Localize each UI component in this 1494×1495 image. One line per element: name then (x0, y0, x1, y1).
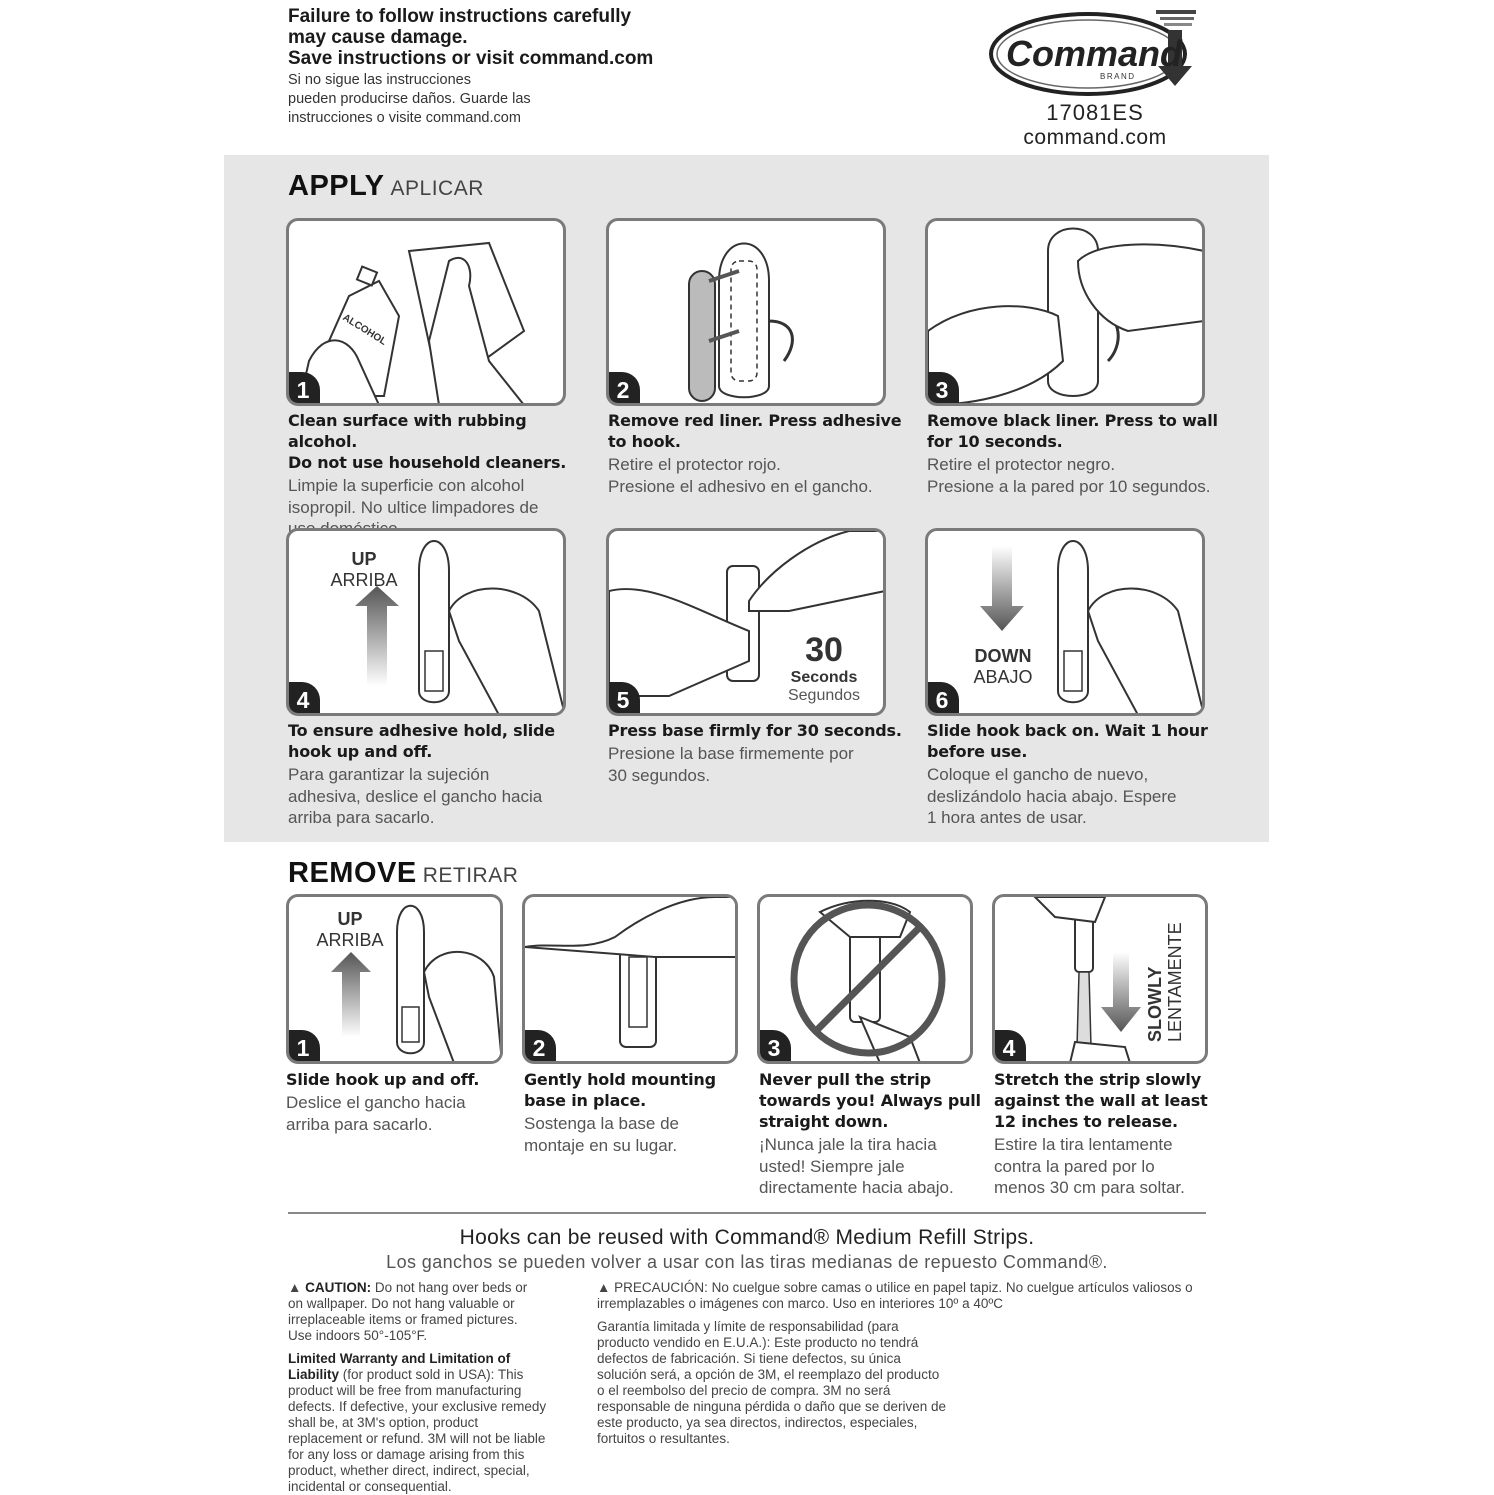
remove-step-2-illustration: 2 (522, 894, 738, 1064)
slide-hook-up-icon (355, 540, 563, 713)
warning-line: Save instructions or visit command.com (288, 48, 654, 69)
hook-adhesive-icon (688, 242, 794, 402)
reuse-note-english: Hooks can be reused with Command® Medium… (459, 1226, 1035, 1249)
timer-seconds-es: Segundos (787, 687, 861, 704)
product-code: 17081ES (1046, 100, 1144, 125)
warning-line: Failure to follow instructions carefully (288, 6, 632, 27)
step-number-badge: 6 (928, 682, 959, 713)
warning-english: Failure to follow instructions carefully… (288, 6, 653, 69)
warning-spanish: Si no sigue las instrucciones pueden pro… (288, 71, 531, 128)
section-divider (288, 1212, 1206, 1214)
website-url: command.com (1023, 126, 1167, 149)
slide-hook-down-icon (980, 540, 1202, 713)
step-number-badge: 2 (609, 372, 640, 403)
slide-hook-up-icon (331, 904, 500, 1061)
step-number-badge: 4 (995, 1030, 1026, 1061)
garantia-spanish: Garantía limitada y límite de responsabi… (597, 1319, 947, 1446)
step-number-badge: 3 (760, 1030, 791, 1061)
remove-subtitle: RETIRAR (422, 864, 519, 887)
hold-base-icon (525, 897, 735, 1048)
step-number-badge: 1 (289, 1030, 320, 1061)
reuse-note-spanish: Los ganchos se pueden volver a usar con … (386, 1252, 1108, 1272)
warning-triangle-icon: ▲ (597, 1280, 611, 1295)
timer-number: 30 (805, 631, 843, 669)
logo-wordmark: Command (1006, 33, 1183, 74)
precaucion-spanish: ▲ PRECAUCIÓN: No cuelgue sobre camas o u… (597, 1280, 1193, 1311)
remove-step-1-caption: Slide hook up and off. Deslice el gancho… (286, 1070, 480, 1134)
alcohol-wipe-icon: ALCOHOL (298, 241, 526, 403)
apply-step-5-illustration: 30 Seconds Segundos 5 (606, 528, 886, 716)
logo-brand: BRAND (1100, 72, 1136, 81)
command-logo: Command BRAND (988, 6, 1204, 98)
no-pull-icon (790, 899, 946, 1061)
step-number-badge: 5 (609, 682, 640, 713)
step-number-badge: 2 (525, 1030, 556, 1061)
apply-step-1-illustration: ALCOHOL 1 (286, 218, 566, 406)
warning-line: pueden producirse daños. Guarde las (288, 91, 531, 107)
apply-subtitle: APLICAR (390, 177, 484, 200)
warning-line: may cause damage. (288, 27, 468, 48)
apply-step-5-caption: Press base firmly for 30 seconds. Presio… (608, 721, 902, 785)
press-base-icon (609, 531, 883, 697)
caution-english: ▲ CAUTION: Do not hang over beds or on w… (288, 1280, 528, 1343)
apply-step-3-illustration: 3 (925, 218, 1205, 406)
warning-triangle-icon: ▲ (288, 1280, 302, 1295)
apply-title: APPLY (288, 170, 385, 202)
apply-step-2-illustration: 2 (606, 218, 886, 406)
step-number-badge: 3 (928, 372, 959, 403)
stretch-strip-icon (1033, 897, 1141, 1061)
apply-step-1-caption: Clean surface with rubbing alcohol.Do no… (288, 411, 567, 538)
warning-line: instrucciones o visite command.com (288, 110, 521, 126)
remove-step-3-illustration: 3 (757, 894, 973, 1064)
warning-line: Si no sigue las instrucciones (288, 72, 471, 88)
step-number-badge: 1 (289, 372, 320, 403)
step-number-badge: 4 (289, 682, 320, 713)
press-to-wall-icon (928, 227, 1202, 403)
remove-title: REMOVE (288, 857, 417, 889)
warranty-english: Limited Warranty and Limitation of Liabi… (288, 1351, 547, 1494)
timer-seconds-en: Seconds (790, 669, 858, 686)
